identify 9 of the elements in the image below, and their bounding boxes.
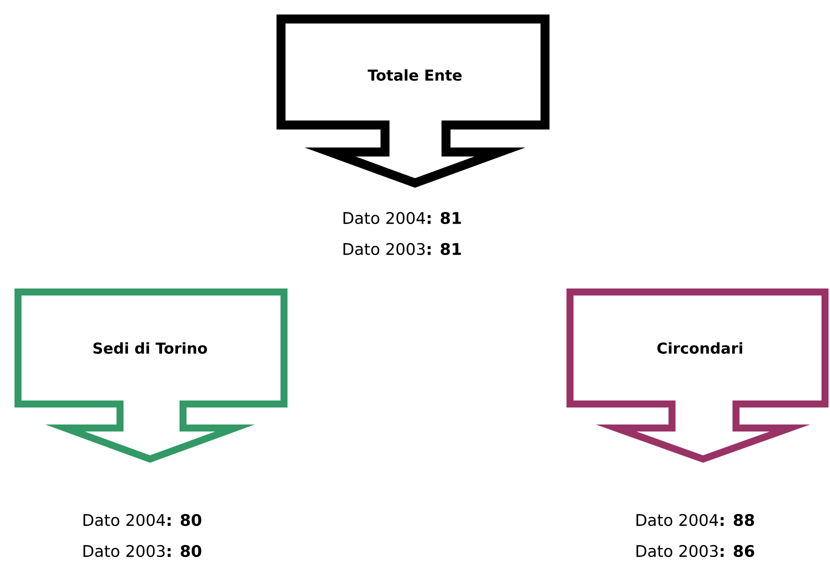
value-text: Dato 2004: 81 [344,212,461,224]
callout-arrow-box: Sedi di Torino [14,288,288,463]
value-text: Dato 2004: 80 [84,514,202,526]
value-text: Dato 2003: 81 [344,242,461,256]
callout-arrow-box: Circondari [566,288,828,463]
value-text: Dato 2003: 86 [636,544,754,558]
value-text: Dato 2003: 80 [84,544,202,558]
callout-arrow-box: Totale Ente [276,14,550,188]
value-text: Dato 2004: 88 [636,514,754,526]
